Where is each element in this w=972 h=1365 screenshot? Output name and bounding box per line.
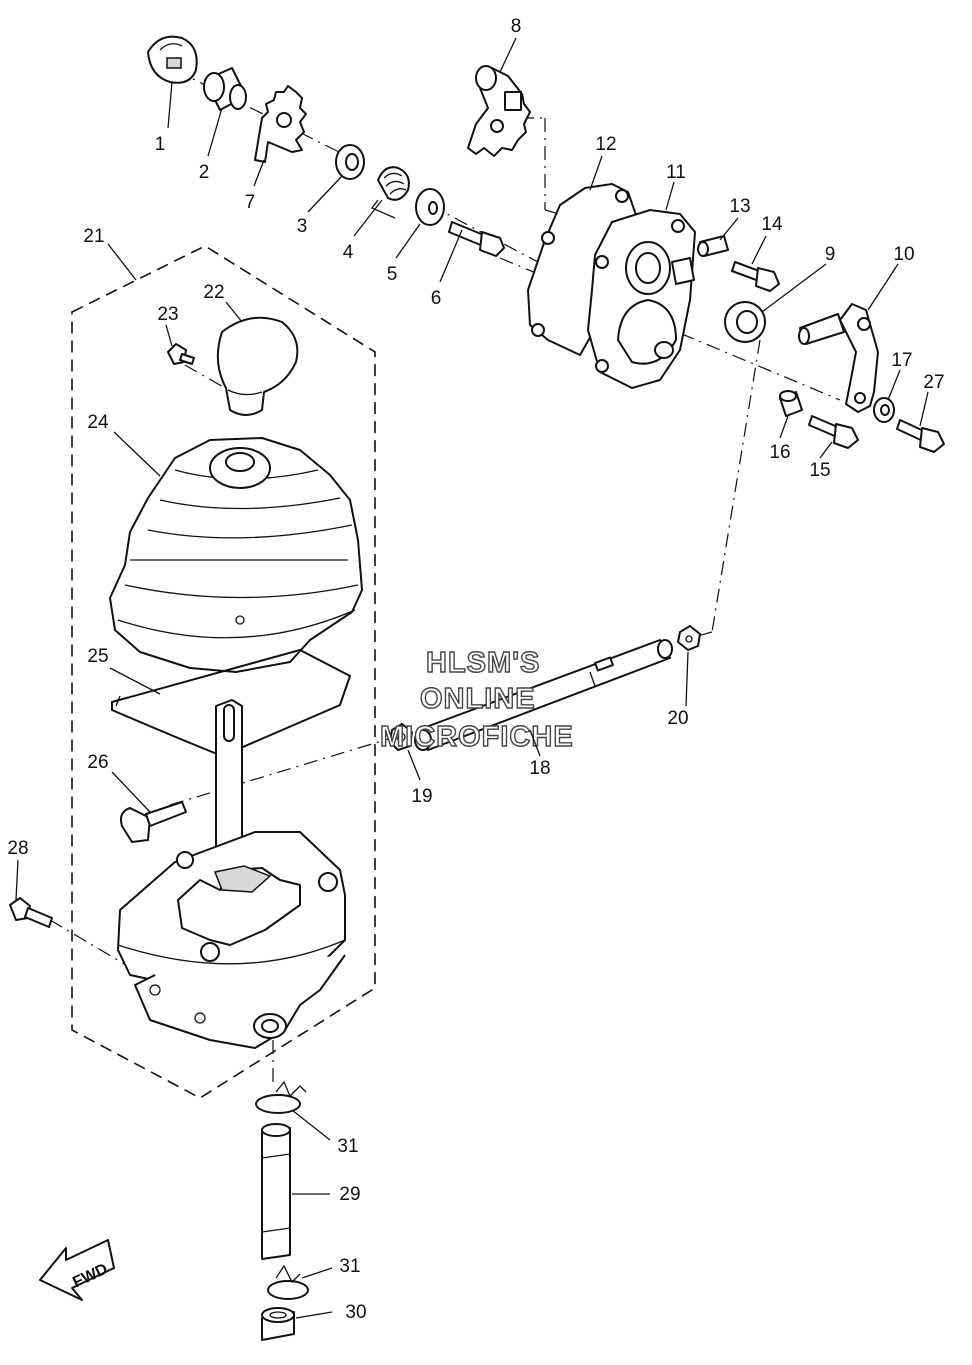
- callout-1: 1: [155, 134, 166, 155]
- part-6-bolt: [448, 221, 505, 257]
- part-15-bolt: [808, 415, 859, 449]
- callout-26: 26: [87, 752, 108, 773]
- part-1-cam: [147, 35, 198, 84]
- callout-12: 12: [595, 134, 616, 155]
- part-17-washer: [873, 397, 895, 423]
- callout-20: 20: [667, 708, 688, 729]
- callout-29: 29: [339, 1184, 360, 1205]
- callout-11: 11: [666, 162, 686, 183]
- part-5-washer: [415, 188, 445, 226]
- part-19-nut: [389, 723, 413, 751]
- part-3-washer: [335, 144, 365, 180]
- part-18-rod: [414, 639, 673, 751]
- callout-6: 6: [431, 288, 442, 309]
- callout-27: 27: [923, 372, 944, 393]
- part-31-clip-upper: [255, 1080, 307, 1114]
- callout-14: 14: [761, 214, 783, 235]
- callout-17: 17: [891, 350, 912, 371]
- part-9-seal: [724, 301, 766, 343]
- assembly-outline-21: [71, 245, 376, 1099]
- callout-7: 7: [245, 192, 256, 213]
- part-7-gear-segment: [254, 85, 307, 163]
- callout-9: 9: [825, 244, 836, 265]
- callout-numbers: 1 2 3 4 5 6 7 8 9 10 11 12 13 14 15 16 1…: [7, 16, 944, 1323]
- callout-18: 18: [529, 758, 550, 779]
- part-8-gear-arm: [467, 65, 531, 157]
- part-30-bushing: [261, 1307, 295, 1341]
- callout-23: 23: [157, 304, 178, 325]
- callout-25: 25: [87, 646, 108, 667]
- watermark: HLSM'S ONLINE MICROFICHE: [379, 646, 574, 753]
- part-29-shaft: [261, 1123, 291, 1260]
- part-22-knob: [216, 316, 299, 416]
- part-4-spring: [370, 166, 410, 219]
- gearbox-housing: [117, 831, 346, 1049]
- callout-30: 30: [345, 1302, 366, 1323]
- part-31-clip-lower: [267, 1264, 309, 1300]
- callout-19: 19: [411, 786, 432, 807]
- watermark-line2: ONLINE: [420, 683, 536, 715]
- part-14-bolt: [731, 261, 780, 292]
- callout-8: 8: [511, 16, 522, 37]
- watermark-line1: HLSM'S: [426, 647, 540, 679]
- part-25-seal-ring: [111, 648, 352, 758]
- callout-22: 22: [203, 282, 224, 303]
- callout-28: 28: [7, 838, 28, 859]
- part-26-rod-end: [120, 801, 187, 843]
- shift-shaft: [215, 699, 243, 857]
- callout-10: 10: [893, 244, 914, 265]
- callout-5: 5: [387, 264, 398, 285]
- part-13-pin: [697, 235, 729, 257]
- callout-16: 16: [769, 442, 790, 463]
- callout-31-upper: 31: [337, 1136, 358, 1157]
- callout-2: 2: [199, 162, 210, 183]
- watermark-line3: MICROFICHE: [380, 721, 574, 753]
- fwd-arrow: FWD: [39, 1239, 115, 1301]
- callout-15: 15: [809, 460, 830, 481]
- callout-13: 13: [729, 196, 750, 217]
- part-27-bolt: [896, 419, 945, 453]
- part-23-screw: [167, 343, 195, 365]
- part-11-housing: [587, 209, 696, 389]
- part-20-nut: [677, 625, 701, 651]
- part-16-collar: [779, 390, 803, 417]
- callout-31-lower: 31: [339, 1256, 360, 1277]
- callout-3: 3: [297, 216, 308, 237]
- part-24-boot: [109, 437, 363, 673]
- part-28-bolt: [9, 897, 53, 928]
- part-2-collar: [203, 67, 247, 111]
- callout-4: 4: [343, 242, 354, 263]
- part-10-lever: [798, 303, 879, 413]
- callout-24: 24: [87, 412, 109, 433]
- leader-lines: [15, 37, 929, 1319]
- callout-21: 21: [83, 226, 104, 247]
